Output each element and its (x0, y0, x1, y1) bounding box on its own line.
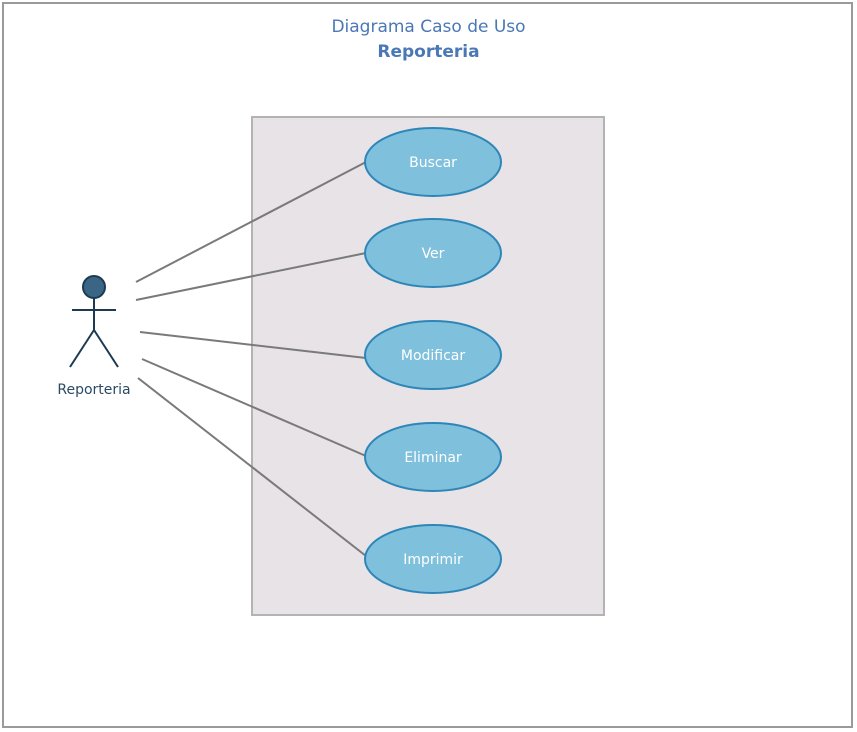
actor-head (82, 275, 106, 299)
use-case-label: Eliminar (404, 450, 462, 466)
use-case-buscar[interactable]: Buscar (364, 127, 502, 197)
association-ver (135, 252, 367, 301)
use-case-modificar[interactable]: Modificar (364, 320, 502, 390)
use-case-label: Buscar (409, 155, 457, 171)
use-case-ellipse (364, 127, 502, 197)
use-case-label: Ver (422, 246, 445, 262)
associations (135, 161, 367, 557)
association-modificar (139, 331, 367, 359)
association-imprimir (137, 377, 367, 557)
actor-right-leg (93, 329, 119, 368)
use-case-label: Modificar (401, 348, 466, 364)
use-case-label: Imprimir (403, 552, 463, 568)
use-case-ellipse (364, 422, 502, 492)
use-case-ver[interactable]: Ver (364, 218, 502, 288)
diagram-subtitle: Reporteria (377, 42, 480, 62)
association-eliminar (141, 358, 367, 457)
use-case-ellipse (364, 524, 502, 594)
association-buscar (135, 161, 367, 283)
actor[interactable]: Reporteria (57, 275, 131, 398)
diagram-title: Diagrama Caso de Uso (331, 17, 526, 37)
use-case-ellipse (364, 218, 502, 288)
use-case-ellipse (364, 320, 502, 390)
actor-left-leg (69, 329, 95, 368)
use-case-imprimir[interactable]: Imprimir (364, 524, 502, 594)
use-case-eliminar[interactable]: Eliminar (364, 422, 502, 492)
actor-label: Reporteria (57, 382, 130, 398)
